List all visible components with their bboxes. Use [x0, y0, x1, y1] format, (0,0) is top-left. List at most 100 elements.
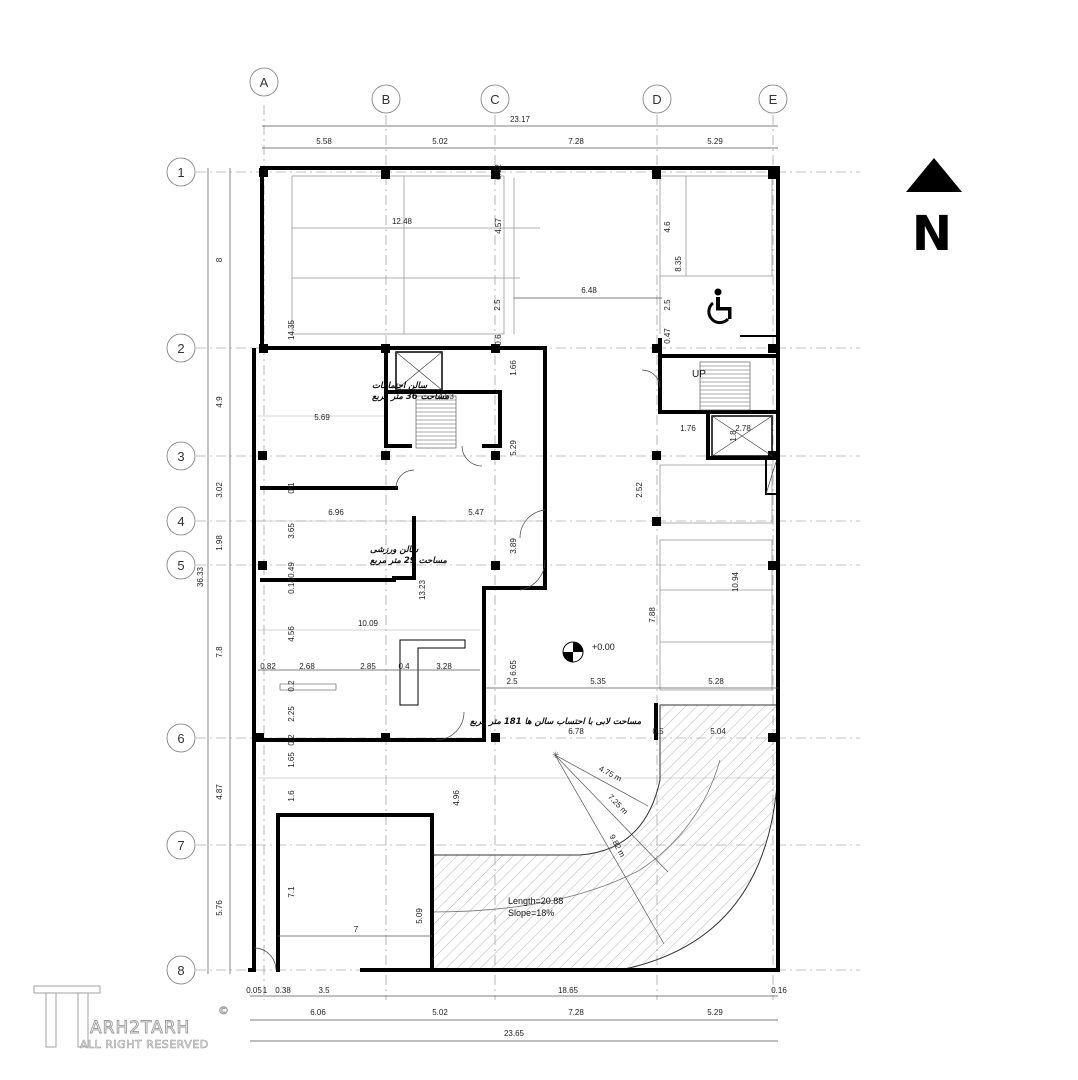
svg-text:D: D [652, 92, 661, 107]
svg-text:0.05: 0.05 [246, 986, 262, 995]
svg-text:0.14: 0.14 [287, 578, 296, 594]
svg-text:3: 3 [177, 449, 184, 464]
svg-text:1.6: 1.6 [287, 790, 296, 802]
stair-up-label: UP [692, 369, 706, 380]
svg-text:0.32: 0.32 [494, 164, 503, 180]
svg-text:7.88: 7.88 [648, 607, 657, 623]
svg-text:4.6: 4.6 [663, 221, 672, 233]
svg-text:2.52: 2.52 [635, 482, 644, 498]
svg-text:5: 5 [177, 558, 184, 573]
svg-text:5.04: 5.04 [710, 727, 726, 736]
ramp-slope: Slope=18% [508, 908, 554, 918]
lobby-area: مساحت لابی با احتساب سالن ها 181 متر مرب… [470, 717, 642, 727]
level-value: +0.00 [592, 642, 615, 652]
svg-text:2: 2 [177, 341, 184, 356]
svg-text:3.89: 3.89 [509, 538, 518, 554]
svg-text:7.28: 7.28 [568, 137, 584, 146]
svg-text:0.49: 0.49 [287, 562, 296, 578]
svg-text:12.48: 12.48 [392, 217, 413, 226]
svg-text:7: 7 [177, 838, 184, 853]
svg-text:13.23: 13.23 [418, 579, 427, 600]
svg-text:✳: ✳ [552, 750, 560, 760]
bottom-dimensions: 0.05 1 0.38 3.5 18.65 0.16 6.06 5.02 7.2… [246, 986, 787, 1042]
svg-text:5.58: 5.58 [316, 137, 332, 146]
svg-text:4.57: 4.57 [494, 218, 503, 234]
grid-bubble-d: D [642, 84, 672, 114]
svg-text:6.78: 6.78 [568, 727, 584, 736]
wheelchair-icon [707, 288, 732, 325]
svg-text:1.66: 1.66 [509, 360, 518, 376]
grid-bubble-5: 5 [166, 550, 196, 580]
svg-text:5.29: 5.29 [707, 1008, 723, 1017]
svg-text:1.98: 1.98 [215, 535, 224, 551]
svg-text:10.09: 10.09 [358, 619, 379, 628]
svg-text:5.76: 5.76 [215, 900, 224, 916]
svg-text:5.28: 5.28 [708, 677, 724, 686]
svg-text:2.5: 2.5 [506, 677, 518, 686]
svg-text:8.35: 8.35 [674, 256, 683, 272]
svg-text:0.16: 0.16 [771, 986, 787, 995]
gym-area: مساحت 29 متر مربع [370, 556, 447, 566]
svg-text:2.68: 2.68 [299, 662, 315, 671]
svg-text:0.82: 0.82 [260, 662, 276, 671]
grid-bubble-b: B [371, 84, 401, 114]
stairs: UP [395, 351, 773, 457]
svg-text:1.8: 1.8 [729, 430, 738, 442]
svg-text:2.78: 2.78 [735, 424, 751, 433]
lobby-counter [279, 639, 466, 706]
svg-text:1: 1 [263, 986, 268, 995]
svg-text:3.28: 3.28 [436, 662, 452, 671]
svg-text:5.69: 5.69 [314, 413, 330, 422]
svg-text:4: 4 [177, 514, 184, 529]
grid-bubble-3: 3 [166, 441, 196, 471]
grid-bubble-2: 2 [166, 333, 196, 363]
svg-text:5.47: 5.47 [468, 508, 484, 517]
svg-text:4.63: 4.63 [438, 392, 454, 401]
columns [255, 168, 777, 742]
grid-bubble-6: 6 [166, 723, 196, 753]
grid-bubble-1: 1 [166, 157, 196, 187]
svg-text:0.38: 0.38 [275, 986, 291, 995]
grid-bubbles-y: 1 2 3 4 5 6 7 8 [166, 157, 196, 985]
grid-bubble-c: C [480, 84, 510, 114]
svg-text:6.48: 6.48 [581, 286, 597, 295]
grid-bubbles-x: A B C D E [249, 67, 788, 114]
svg-text:0.1: 0.1 [287, 482, 296, 494]
watermark-rights: ALL RIGHT RESERVED [80, 1038, 209, 1051]
svg-text:5.29: 5.29 [707, 137, 723, 146]
svg-text:18.65: 18.65 [558, 986, 579, 995]
ramp-length: Length=20.88 [508, 896, 563, 906]
svg-text:0.47: 0.47 [663, 328, 672, 344]
meeting-room-name: سالن اجتماعات [372, 381, 428, 391]
watermark-logo: ARH2TARH ALL RIGHT RESERVED © [33, 985, 229, 1051]
level-marker: +0.00 [562, 641, 615, 663]
svg-text:0.6: 0.6 [494, 334, 503, 346]
svg-text:6.96: 6.96 [328, 508, 344, 517]
svg-text:B: B [382, 92, 391, 107]
dim-total-bottom: 23.65 [504, 1029, 525, 1038]
grid-bubble-4: 4 [166, 506, 196, 536]
svg-text:3.5: 3.5 [318, 986, 330, 995]
svg-text:2.5: 2.5 [663, 299, 672, 311]
svg-text:1.76: 1.76 [680, 424, 696, 433]
grid-bubble-e: E [758, 84, 788, 114]
svg-text:6: 6 [177, 731, 184, 746]
svg-text:14.35: 14.35 [287, 319, 296, 340]
svg-text:7.28: 7.28 [568, 1008, 584, 1017]
svg-text:5.35: 5.35 [590, 677, 606, 686]
svg-text:5.09: 5.09 [415, 908, 424, 924]
svg-text:4.96: 4.96 [452, 790, 461, 806]
north-arrow: N [906, 158, 962, 262]
svg-text:0.5: 0.5 [652, 727, 664, 736]
svg-text:E: E [769, 92, 778, 107]
top-dimensions: 23.17 5.58 5.02 7.28 5.29 [262, 115, 778, 149]
svg-text:2.85: 2.85 [360, 662, 376, 671]
meeting-room-area: مساحت 36 متر مربع [372, 392, 449, 402]
svg-text:2.25: 2.25 [287, 706, 296, 722]
left-dimensions: 36.33 8 4.9 3.02 1.98 7.8 4.87 5.76 [196, 168, 231, 974]
interior-dimensions: 0.32 12.48 4.57 4.6 8.35 6.48 2.5 2.5 14… [258, 164, 778, 937]
svg-text:3.02: 3.02 [215, 482, 224, 498]
svg-text:7.1: 7.1 [287, 886, 296, 898]
svg-text:C: C [490, 92, 499, 107]
